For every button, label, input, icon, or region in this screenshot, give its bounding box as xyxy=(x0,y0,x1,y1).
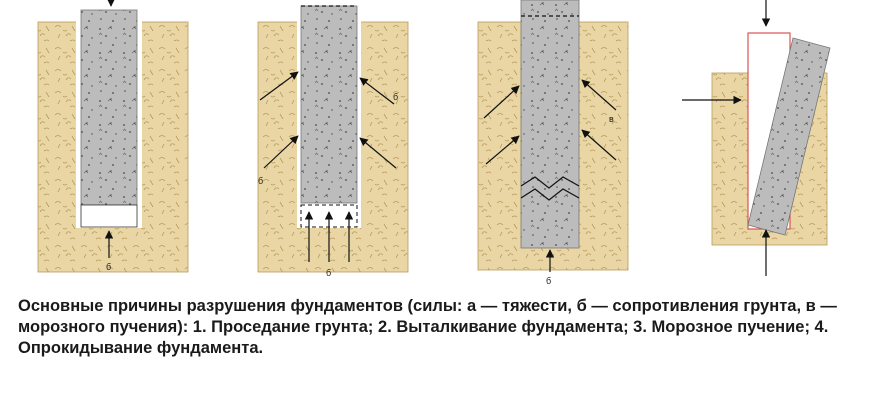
panel-1-bottom-label: б xyxy=(106,262,111,272)
panel-1-pile xyxy=(80,9,138,206)
panel-3-pile xyxy=(520,0,580,249)
panel-1-soil-settlement: б xyxy=(37,0,189,273)
panel-2-side-label-right: б xyxy=(393,92,398,102)
foundation-failure-diagram: б б б б в б xyxy=(37,0,831,286)
panel-2-arrow-right-lower xyxy=(359,137,397,169)
panel-3-crack xyxy=(520,176,580,201)
panel-4-overturning xyxy=(682,0,831,276)
panel-3-side-label: в xyxy=(609,114,614,124)
panel-2-pile xyxy=(300,5,358,204)
panel-1-void xyxy=(80,204,138,228)
panel-2-bottom-label: б xyxy=(326,268,331,278)
panel-3-frost-heave: в б xyxy=(477,0,629,286)
panel-3-arrow-right-upper xyxy=(581,79,617,111)
panel-3-bottom-label: б xyxy=(546,276,551,286)
panel-3-arrow-left-lower xyxy=(485,135,520,165)
panel-2-push-out: б б б xyxy=(257,0,409,278)
panel-2-arrow-right-upper xyxy=(359,77,395,105)
panel-2-arrow-left-upper xyxy=(259,71,299,101)
panel-2-side-label-left: б xyxy=(258,176,263,186)
figure-caption: Основные причины разрушения фундаментов … xyxy=(18,297,837,357)
panel-2-arrow-left-lower xyxy=(263,135,299,169)
panel-4-tilted-pile xyxy=(747,37,831,236)
panel-3-arrow-left-upper xyxy=(483,85,520,119)
panel-3-arrow-right-lower xyxy=(581,129,617,161)
